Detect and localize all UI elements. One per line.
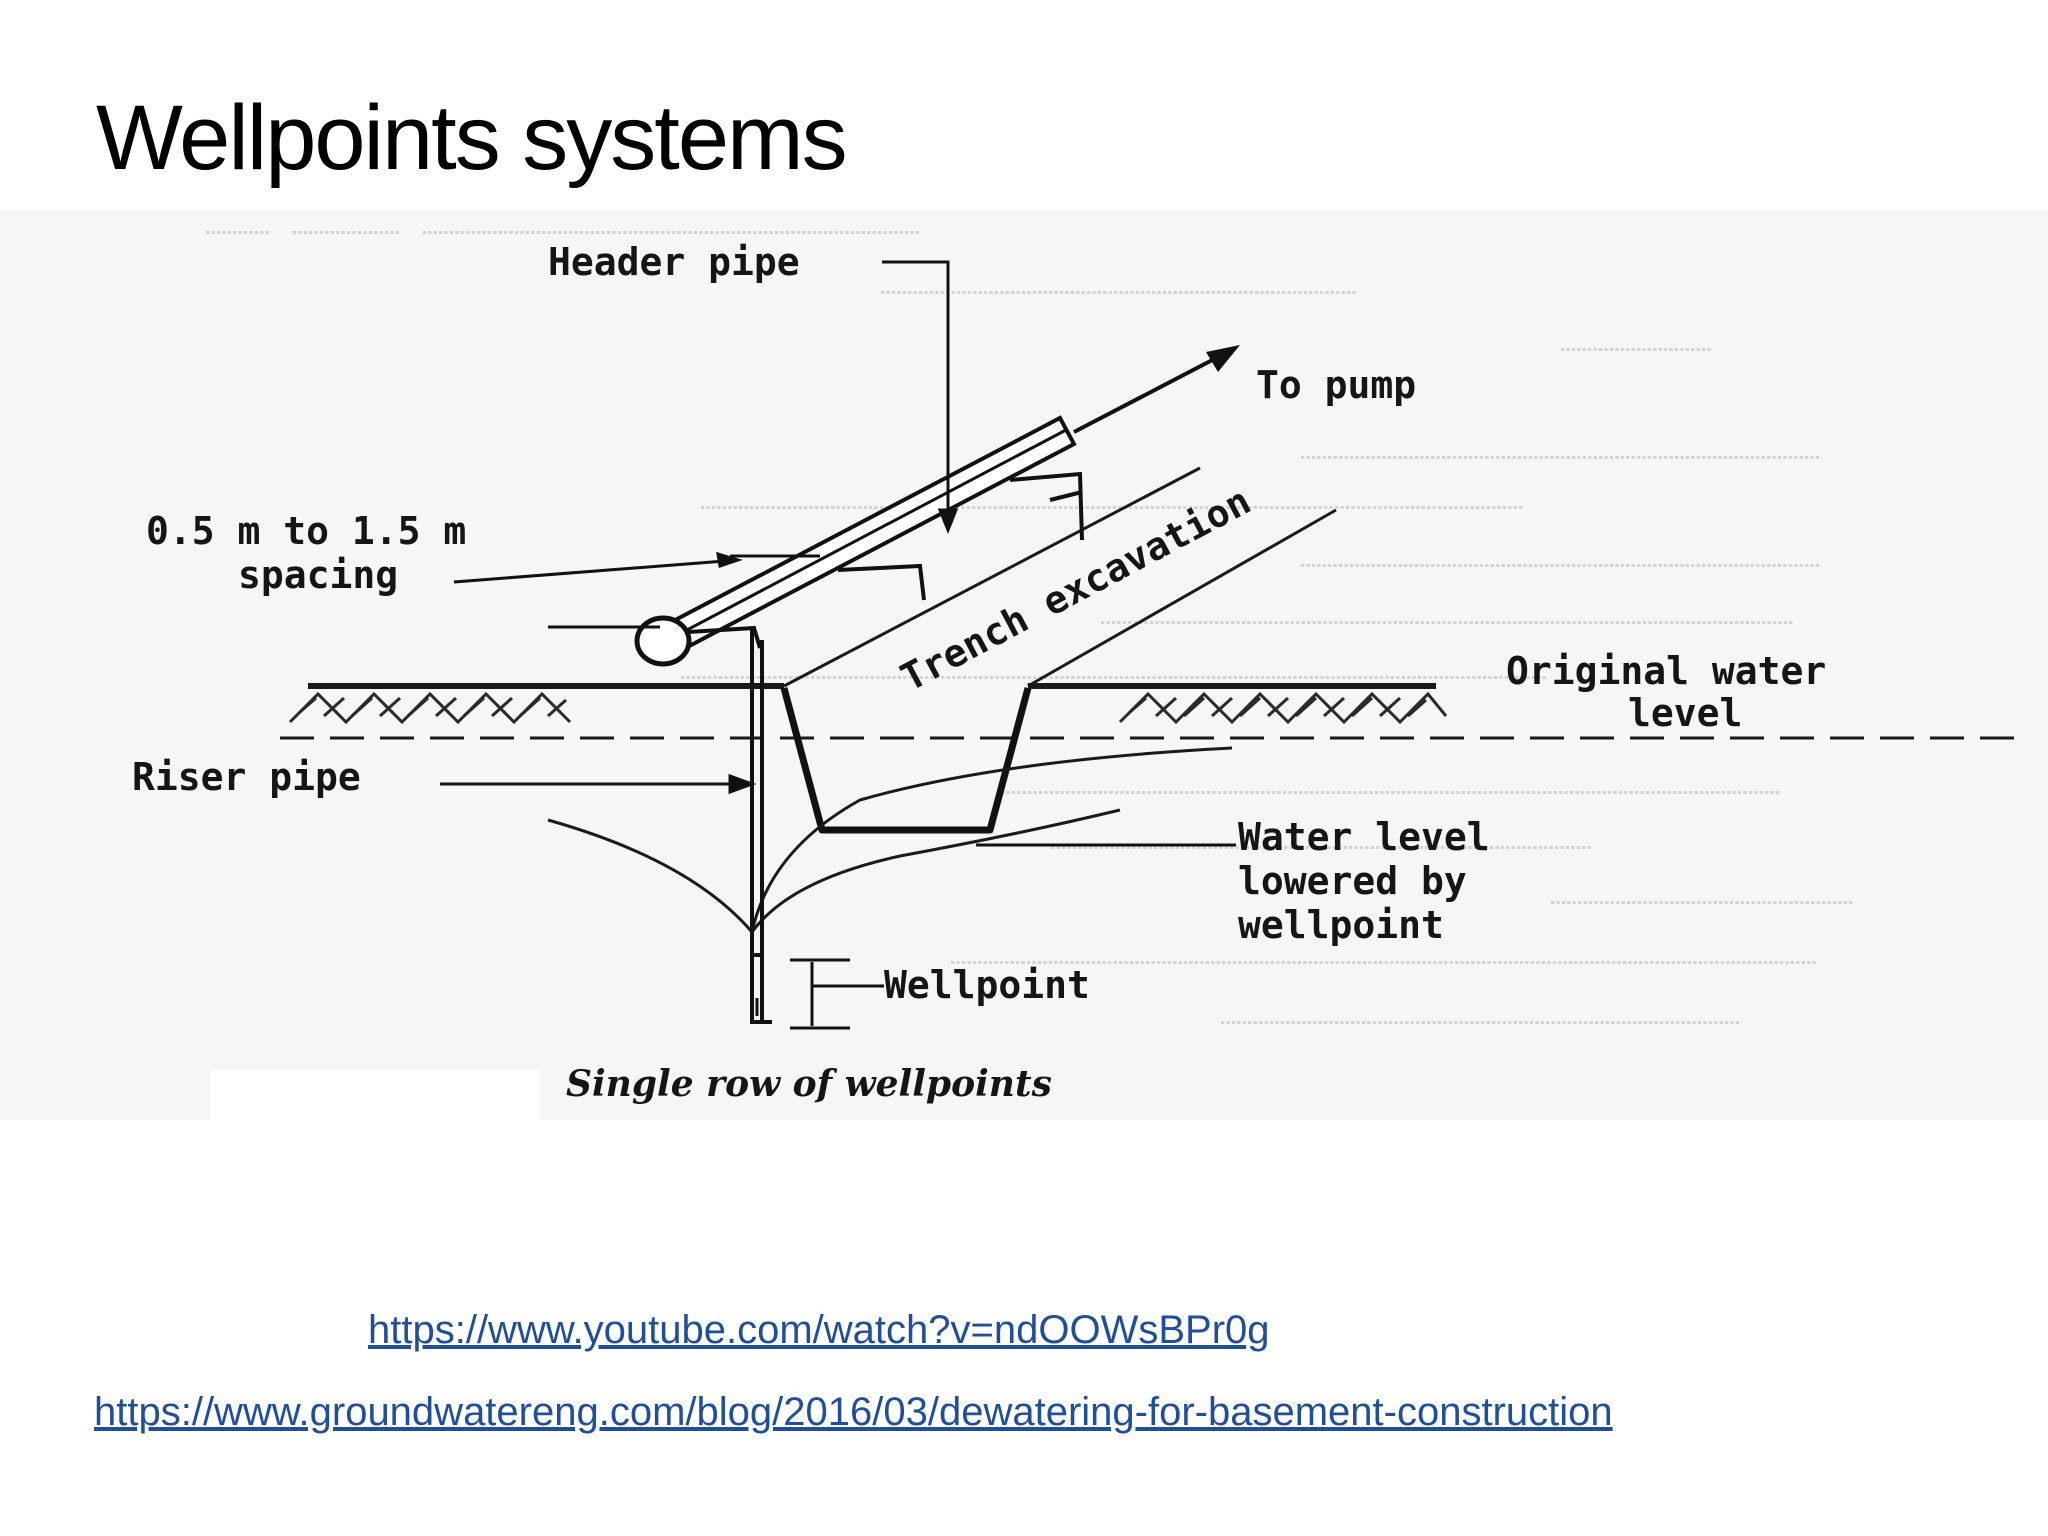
- label-riser-pipe: Riser pipe: [132, 755, 361, 799]
- label-original-water-line2: level: [1628, 691, 1742, 735]
- svg-text:┈┈┈┈┈┈┈┈┈┈┈┈┈┈┈┈┈┈┈┈┈┈┈┈┈┈┈┈┈┈: ┈┈┈┈┈┈┈┈┈┈┈┈┈┈┈┈┈┈┈┈┈┈┈┈┈┈┈┈┈┈┈┈┈┈┈┈┈┈┈┈: [680, 658, 1547, 699]
- svg-text:┈┈┈┈┈┈┈┈┈┈┈┈┈┈┈┈┈┈┈┈┈┈┈┈: ┈┈┈┈┈┈┈┈┈┈┈┈┈┈┈┈┈┈┈┈┈┈┈┈: [1220, 1003, 1740, 1044]
- svg-text:┈┈┈┈┈┈┈┈┈┈┈┈┈┈┈┈┈┈┈┈┈┈┈┈┈┈┈┈┈┈: ┈┈┈┈┈┈┈┈┈┈┈┈┈┈┈┈┈┈┈┈┈┈┈┈┈┈┈┈┈┈┈┈┈┈┈┈┈┈┈┈: [950, 943, 1817, 984]
- svg-text:┈┈┈┈┈┈┈┈┈┈┈┈┈┈┈┈┈┈┈┈┈┈┈┈: ┈┈┈┈┈┈┈┈┈┈┈┈┈┈┈┈┈┈┈┈┈┈┈┈: [1300, 438, 1820, 479]
- wellpoint-tip: [750, 953, 772, 1024]
- leader-lines: [440, 260, 1236, 847]
- trench-section: [780, 687, 1032, 834]
- youtube-link[interactable]: https://www.youtube.com/watch?v=ndOOWsBP…: [368, 1308, 1270, 1352]
- diagram-caption: Single row of wellpoints: [566, 1063, 1052, 1105]
- label-to-pump: To pump: [1256, 363, 1416, 407]
- wellpoint-diagram: ┈┈┈ ┈┈┈┈┈ ┈┈┈┈┈┈┈┈┈┈┈┈┈┈┈┈┈┈┈┈┈┈┈ ┈┈┈┈┈┈…: [0, 210, 2048, 1120]
- svg-text:┈┈┈┈┈┈┈┈┈┈┈┈┈┈┈┈┈┈┈┈┈┈: ┈┈┈┈┈┈┈┈┈┈┈┈┈┈┈┈┈┈┈┈┈┈: [880, 273, 1357, 314]
- to-pump-arrow: [1073, 345, 1240, 434]
- scan-background: [0, 210, 2048, 1120]
- label-lowered-line1: Water level: [1238, 815, 1490, 859]
- svg-text:┈┈┈┈┈┈┈┈┈┈┈┈┈┈┈┈┈┈┈┈┈┈┈┈┈┈┈┈┈┈: ┈┈┈┈┈┈┈┈┈┈┈┈┈┈┈┈┈┈┈┈┈┈┈┈┈┈┈┈┈┈┈┈┈┈┈┈┈┈: [700, 488, 1524, 529]
- riser-brackets: [837, 471, 1084, 601]
- label-lowered-line3: wellpoint: [1238, 903, 1444, 947]
- label-wellpoint: Wellpoint: [884, 963, 1090, 1007]
- drawdown-curves: [547, 746, 1233, 933]
- svg-text:┈┈┈┈┈┈┈┈┈┈┈┈┈┈: ┈┈┈┈┈┈┈┈┈┈┈┈┈┈: [1550, 883, 1853, 924]
- label-spacing-line1: 0.5 m to 1.5 m: [146, 509, 466, 553]
- ground-hatching: [288, 691, 1448, 725]
- svg-text:┈┈┈┈┈┈┈┈┈┈┈┈┈┈┈┈┈┈┈┈┈┈┈┈┈┈┈┈┈┈: ┈┈┈┈┈┈┈┈┈┈┈┈┈┈┈┈┈┈┈┈┈┈┈┈┈┈┈┈┈┈┈┈┈┈┈┈: [1000, 773, 1780, 814]
- label-original-water-line1: Original water: [1506, 649, 1826, 693]
- svg-text:┈┈┈┈┈┈┈┈┈┈┈┈┈┈┈┈┈┈┈┈┈┈┈┈: ┈┈┈┈┈┈┈┈┈┈┈┈┈┈┈┈┈┈┈┈┈┈┈┈: [1300, 546, 1820, 587]
- svg-text:┈┈┈┈┈┈┈: ┈┈┈┈┈┈┈: [1560, 330, 1712, 371]
- svg-text:┈┈┈┈┈┈┈┈┈┈┈┈┈┈┈┈┈┈┈┈┈┈┈┈┈: ┈┈┈┈┈┈┈┈┈┈┈┈┈┈┈┈┈┈┈┈┈┈┈┈┈: [1050, 828, 1592, 869]
- groundwatereng-link[interactable]: https://www.groundwatereng.com/blog/2016…: [94, 1390, 1613, 1434]
- spacing-dimension: [453, 551, 820, 629]
- label-lowered-line2: lowered by: [1238, 859, 1467, 903]
- label-spacing-line2: spacing: [238, 553, 398, 597]
- header-pipe: [634, 415, 1077, 667]
- svg-text:┈┈┈ ┈┈┈┈┈ ┈┈┈┈┈┈┈┈┈┈┈┈┈┈┈┈┈┈┈┈: ┈┈┈ ┈┈┈┈┈ ┈┈┈┈┈┈┈┈┈┈┈┈┈┈┈┈┈┈┈┈┈┈┈: [205, 213, 920, 254]
- wellpoint-dimension: [790, 958, 884, 1030]
- bleed-through-background: ┈┈┈ ┈┈┈┈┈ ┈┈┈┈┈┈┈┈┈┈┈┈┈┈┈┈┈┈┈┈┈┈┈ ┈┈┈┈┈┈…: [205, 213, 1853, 1044]
- trench-perspective-lines: [783, 466, 1337, 688]
- slide-title: Wellpoints systems: [96, 87, 848, 189]
- scan-white-patch: [210, 1070, 540, 1120]
- label-header-pipe: Header pipe: [548, 240, 800, 284]
- svg-text:┈┈┈┈┈┈┈┈┈┈┈┈┈┈┈┈┈┈┈┈┈┈┈┈┈┈┈┈┈┈: ┈┈┈┈┈┈┈┈┈┈┈┈┈┈┈┈┈┈┈┈┈┈┈┈┈┈┈┈┈┈┈┈: [1100, 603, 1794, 644]
